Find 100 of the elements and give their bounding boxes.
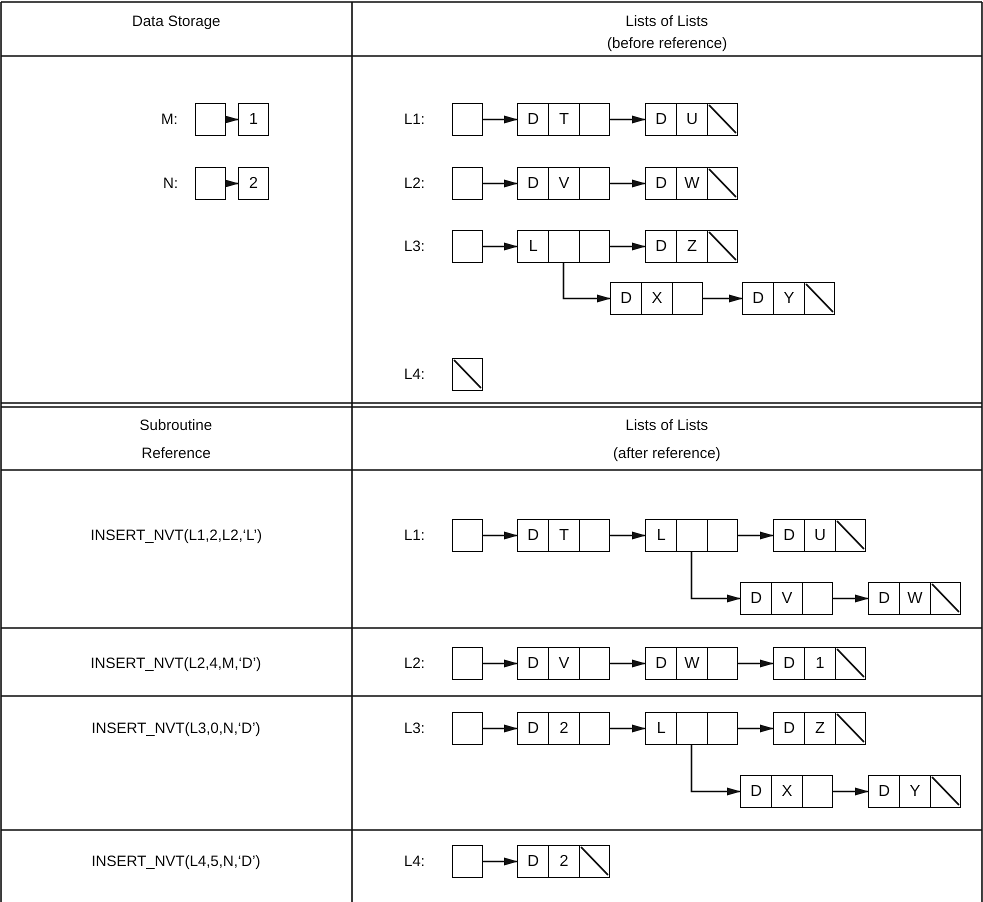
field-value: D (527, 176, 539, 192)
pointer-arrow (562, 263, 611, 302)
column-heading: (after reference) (613, 446, 721, 461)
column-heading: Lists of Lists (626, 14, 708, 29)
pointer-arrow (690, 552, 741, 602)
list-node (740, 775, 833, 808)
list-node (517, 167, 610, 200)
field-value: Y (784, 290, 794, 306)
pointer-arrow (483, 180, 518, 188)
pointer-arrow (483, 532, 518, 540)
field-value: D (655, 656, 667, 672)
field-value: 2 (560, 720, 568, 736)
pointer-box (452, 167, 483, 200)
field-value: D (878, 784, 890, 800)
field-value: L (656, 528, 666, 544)
list-node (645, 230, 738, 263)
field-value: V (558, 176, 570, 192)
field-value: W (907, 590, 923, 606)
column-heading: Lists of Lists (626, 418, 708, 433)
list-node (773, 647, 866, 680)
pointer-box (452, 647, 483, 680)
pointer-box (195, 103, 226, 136)
pointer-arrow (610, 116, 646, 124)
list-name-label: M: (161, 112, 178, 127)
list-name-label: L2: (404, 656, 425, 671)
field-value: U (814, 528, 826, 544)
pointer-arrow (483, 724, 518, 732)
field-value: 2 (560, 854, 568, 870)
column-heading: Reference (142, 446, 211, 461)
field-value: X (782, 784, 792, 800)
pointer-box (452, 103, 483, 136)
field-value: V (558, 656, 570, 672)
list-node (773, 519, 866, 552)
list-node (742, 282, 835, 315)
pointer-box (195, 167, 226, 200)
field-value: V (782, 590, 792, 606)
list-node (517, 845, 610, 878)
field-value: D (783, 656, 795, 672)
list-node (868, 775, 961, 808)
pointer-arrow (738, 660, 774, 668)
list-name-label: L3: (404, 239, 425, 254)
list-node (517, 647, 610, 680)
field-value: D (655, 112, 667, 128)
field-value: 1 (816, 656, 824, 672)
field-value: U (686, 112, 698, 128)
list-node (740, 582, 833, 615)
field-value: W (684, 176, 700, 192)
pointer-arrow (833, 788, 869, 796)
field-value: Z (815, 720, 825, 736)
list-node (517, 519, 610, 552)
field-value: W (684, 656, 700, 672)
pointer-arrow (738, 532, 774, 540)
field-value: Y (910, 784, 920, 800)
field-value: D (750, 784, 762, 800)
column-heading: (before reference) (607, 36, 728, 51)
list-name-label: L1: (404, 528, 425, 543)
field-value: D (527, 112, 539, 128)
pointer-arrow (610, 180, 646, 188)
field-value: 1 (249, 112, 258, 128)
subroutine-call-text: INSERT_NVT(L3,0,N,‘D’) (92, 721, 260, 736)
list-node (517, 712, 610, 745)
list-node (645, 519, 738, 552)
pointer-arrow (610, 532, 646, 540)
subroutine-call-text: INSERT_NVT(L1,2,L2,‘L’) (90, 528, 262, 543)
list-name-label: L4: (404, 854, 425, 869)
pointer-arrow (610, 242, 646, 250)
pointer-arrow (738, 724, 774, 732)
list-name-label: L3: (404, 721, 425, 736)
pointer-arrow (483, 660, 518, 668)
list-node (645, 167, 738, 200)
list-node (610, 282, 703, 315)
field-value: D (783, 528, 795, 544)
value-box (238, 103, 269, 136)
list-node (517, 103, 610, 136)
field-value: L (656, 720, 666, 736)
pointer-arrow (483, 116, 518, 124)
field-value: D (527, 720, 539, 736)
pointer-arrow (703, 294, 743, 302)
list-node (645, 103, 738, 136)
pointer-arrow (610, 660, 646, 668)
field-value: D (655, 176, 667, 192)
subroutine-call-text: INSERT_NVT(L4,5,N,‘D’) (92, 854, 260, 869)
pointer-box (452, 230, 483, 263)
list-name-label: L4: (404, 367, 425, 382)
list-name-label: N: (163, 176, 178, 191)
pointer-arrow (225, 180, 239, 188)
pointer-box (452, 519, 483, 552)
list-node (517, 230, 610, 263)
pointer-box (452, 845, 483, 878)
value-box (238, 167, 269, 200)
field-value: 2 (249, 176, 258, 192)
field-value: T (559, 112, 569, 128)
pointer-arrow (225, 116, 239, 124)
pointer-arrow (610, 724, 646, 732)
list-node (773, 712, 866, 745)
field-value: Z (687, 238, 697, 254)
field-value: T (559, 528, 569, 544)
field-value: D (527, 528, 539, 544)
field-value: D (620, 290, 632, 306)
field-value: D (527, 656, 539, 672)
